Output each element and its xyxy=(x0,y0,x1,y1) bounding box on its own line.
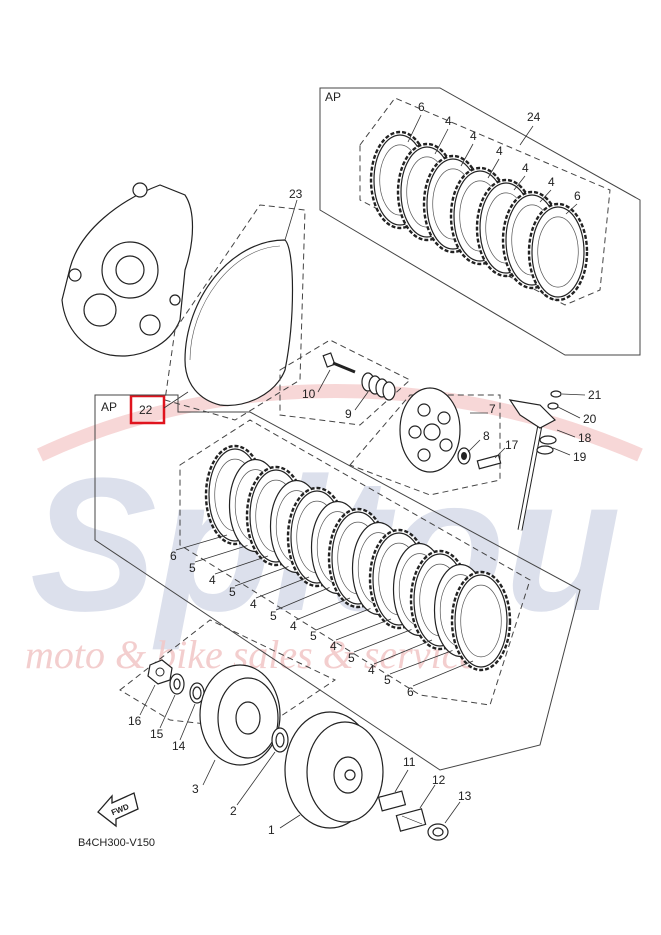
callout-stack-3: 4 xyxy=(209,573,216,587)
diagram-code: B4CH300-V150 xyxy=(78,837,155,849)
ap-label-lower: AP xyxy=(101,400,117,414)
pressure-plate-group: 7 8 17 xyxy=(349,387,519,496)
lower-disc-13 xyxy=(450,570,512,672)
callout-stack-5: 4 xyxy=(250,597,257,611)
callout-stack-2: 5 xyxy=(189,561,196,575)
upper-disc-7 xyxy=(527,202,589,302)
callout-9: 9 xyxy=(345,407,352,421)
callout-7: 7 xyxy=(489,402,496,416)
callout-stack-6: 5 xyxy=(270,609,277,623)
upper-kit-group: AP 24 6 4 4 4 4 4 6 xyxy=(319,87,641,356)
callout-10: 10 xyxy=(302,387,316,401)
callout-20: 20 xyxy=(583,412,597,426)
callout-2: 2 xyxy=(230,804,237,818)
callout-stack-9: 4 xyxy=(330,639,337,653)
gasket: 23 xyxy=(164,187,306,421)
fwd-arrow: FWD xyxy=(97,792,139,828)
callout-upper-6: 4 xyxy=(548,175,555,189)
callout-stack-10: 5 xyxy=(348,651,355,665)
callout-24: 24 xyxy=(527,110,541,124)
callout-upper-5: 4 xyxy=(522,161,529,175)
clutch-spring xyxy=(361,372,396,401)
callout-upper-2: 4 xyxy=(445,114,452,128)
upper-disc-stack: 24 6 4 4 4 4 4 6 xyxy=(369,100,589,302)
callout-17: 17 xyxy=(505,438,519,452)
callout-stack-11: 4 xyxy=(368,663,375,677)
ap-label-upper: AP xyxy=(325,90,341,104)
callout-1: 1 xyxy=(268,823,275,837)
callout-upper-4: 4 xyxy=(496,144,503,158)
callout-12: 12 xyxy=(432,773,446,787)
callout-15: 15 xyxy=(150,727,164,741)
callout-3: 3 xyxy=(192,782,199,796)
clutch-boss: 3 xyxy=(192,664,281,796)
callout-21: 21 xyxy=(588,388,602,402)
callout-upper-1: 6 xyxy=(418,100,425,114)
callout-18: 18 xyxy=(578,431,592,445)
callout-upper-7: 6 xyxy=(574,189,581,203)
push-lever-group: 21 20 18 19 xyxy=(508,388,602,531)
callout-13: 13 xyxy=(458,789,472,803)
callout-11: 11 xyxy=(403,755,416,769)
callout-stack-12: 5 xyxy=(384,673,391,687)
thrust-plate: 2 xyxy=(230,727,289,818)
callout-22: 22 xyxy=(139,403,153,417)
nut-washer-group: 16 15 14 xyxy=(119,619,337,753)
callout-16: 16 xyxy=(128,714,142,728)
callout-stack-13: 6 xyxy=(407,685,414,699)
clutch-housing: 1 xyxy=(268,711,384,837)
callout-stack-8: 5 xyxy=(310,629,317,643)
callout-stack-4: 5 xyxy=(229,585,236,599)
callout-23: 23 xyxy=(289,187,303,201)
callout-stack-7: 4 xyxy=(290,619,297,633)
bolt-spring-group: 10 9 xyxy=(279,339,411,426)
spacer-bearing-group: 11 12 13 xyxy=(377,755,472,841)
callout-14: 14 xyxy=(172,739,186,753)
callout-19: 19 xyxy=(573,450,587,464)
callout-8: 8 xyxy=(483,429,490,443)
callout-upper-3: 4 xyxy=(470,129,477,143)
highlight-callout-22: 22 xyxy=(129,391,189,425)
callout-stack-1: 6 xyxy=(170,549,177,563)
crankcase-cover xyxy=(61,182,194,357)
